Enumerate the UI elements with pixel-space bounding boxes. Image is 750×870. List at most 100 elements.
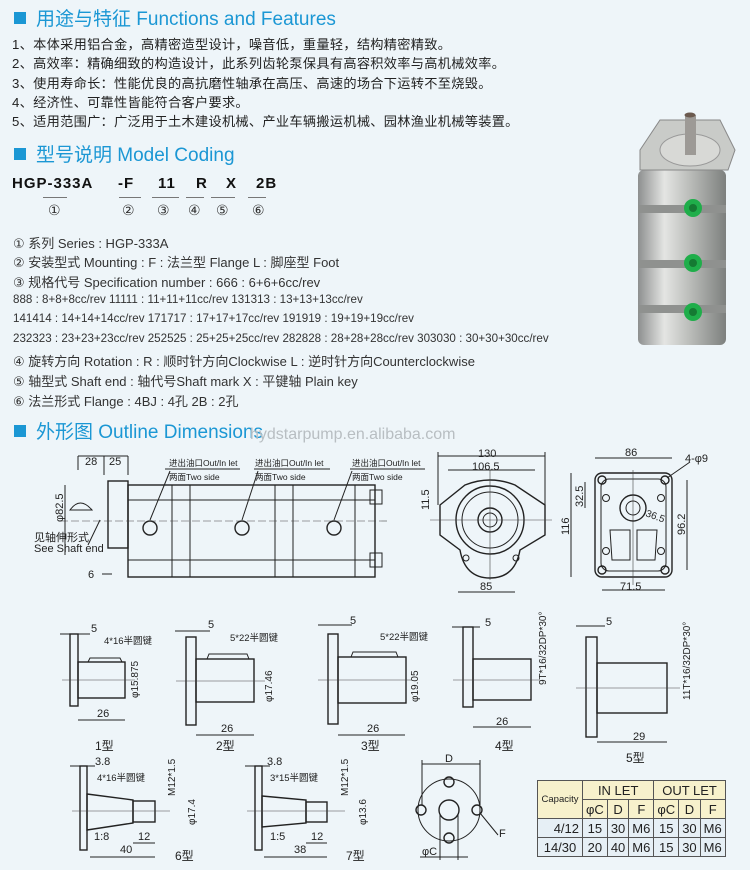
divider xyxy=(248,197,266,198)
shaft-type-label: 4型 xyxy=(495,739,514,753)
key-label: 4*16半圆键 xyxy=(104,635,153,647)
divider xyxy=(152,197,179,198)
thread-label: M12*1.5 xyxy=(167,758,178,796)
port-label: 进出油口Out/In let xyxy=(255,458,324,468)
taper-label: 1:8 xyxy=(94,831,109,843)
holes-label: 4-φ9 xyxy=(685,453,708,465)
taper-label: 1:5 xyxy=(270,831,285,843)
rear-view-drawing: 86 4-φ9 32.5 116 96.2 36.5 71.5 xyxy=(560,447,708,593)
shaft-type-4-drawing: 5 9T*16/32DP*30° 26 4型 xyxy=(452,612,549,753)
feature-item: 2、高效率：精确细致的构造设计，此系列齿轮泵保具有高容积效率与高机械效率。 xyxy=(12,56,506,71)
cell: 30 xyxy=(678,818,701,838)
cell: M6 xyxy=(699,837,726,857)
watermark: hydstarpump.en.alibaba.com xyxy=(250,426,456,443)
feature-item: 3、使用寿命长：性能优良的高抗磨性轴承在高压、高速的场合下运转不至烧毁。 xyxy=(12,76,492,91)
dim-32-5: 32.5 xyxy=(574,486,586,507)
dim-length: 26 xyxy=(367,723,379,735)
dim-length: 38 xyxy=(294,844,306,856)
cell: 4/12 xyxy=(537,818,583,838)
table-row: 4/12 15 30 M6 15 30 M6 xyxy=(537,818,726,838)
spec-line: ② 安装型式 Mounting : F : 法兰型 Flange L : 脚座型… xyxy=(13,255,340,270)
cell: 20 xyxy=(582,837,608,857)
subheader: F xyxy=(699,799,726,819)
marker-2: ② xyxy=(122,202,135,218)
divider xyxy=(119,197,141,198)
shaft-type-7-drawing: 3.8 3*15半圆键 M12*1.5 φ13.6 1:5 38 12 7型 xyxy=(245,756,369,863)
dim-flange: 3.8 xyxy=(95,756,110,768)
outline-title-text: 外形图 Outline Dimensions xyxy=(36,422,264,443)
cell: 30 xyxy=(678,837,701,857)
subheader: D xyxy=(606,799,630,819)
cell: 30 xyxy=(606,818,630,838)
header-outlet: OUT LET xyxy=(653,780,726,800)
marker-3: ③ xyxy=(157,202,170,218)
cell: M6 xyxy=(628,818,655,838)
side-view-drawing: 28 25 φ82.5 6 见轴伸形式 See Shaft end 进出油口Ou… xyxy=(34,455,432,581)
cell: 40 xyxy=(606,837,630,857)
capacity-table: Capacity IN LET OUT LET φC D F φC D F 4/… xyxy=(537,780,726,857)
cell: 14/30 xyxy=(537,837,583,857)
shaft-type-1-drawing: 5 4*16半圆键 φ15.875 26 1型 xyxy=(60,623,153,753)
cell: 15 xyxy=(653,818,680,838)
dim-dia: φ13.6 xyxy=(358,799,369,825)
key-label: 4*16半圆键 xyxy=(97,772,146,784)
dim-106-5: 106.5 xyxy=(472,461,500,473)
port-label: 进出油口Out/In let xyxy=(169,458,238,468)
key-label: 5*22半圆键 xyxy=(230,632,279,644)
dim-130: 130 xyxy=(478,448,496,460)
dim-116: 116 xyxy=(560,517,572,535)
dim-25: 25 xyxy=(109,456,121,468)
dim-flange: 5 xyxy=(485,617,491,629)
marker-5: ⑤ xyxy=(216,202,229,218)
dim-f-label: F xyxy=(499,828,506,840)
bullet-square-icon xyxy=(14,424,26,437)
shaft-type-label: 3型 xyxy=(361,739,380,753)
shaft-type-6-drawing: 3.8 4*16半圆键 M12*1.5 φ17.4 1:8 40 12 6型 xyxy=(70,756,198,863)
port-label: 进出油口Out/In let xyxy=(352,458,421,468)
shaft-type-3-drawing: 5 5*22半圆键 φ19.05 26 3型 xyxy=(318,615,429,753)
shaft-type-5-drawing: 5 11T*16/32DP*30° 29 5型 xyxy=(576,616,693,765)
dim-96-2: 96.2 xyxy=(676,514,688,535)
spec-line: ④ 旋转方向 Rotation : R : 顺时针方向Clockwise L :… xyxy=(13,354,475,369)
shaft-note-en: See Shaft end xyxy=(34,543,104,555)
thread-label: M12*1.5 xyxy=(340,758,351,796)
feature-item: 5、适用范围广：广泛用于土木建设机械、产业车辆搬运机械、园林渔业机械等装置。 xyxy=(12,114,519,129)
spec-line: ① 系列 Series : HGP-333A xyxy=(13,236,169,251)
front-view-drawing: 130 106.5 85 xyxy=(430,448,552,593)
dim-dia-82-5: φ82.5 xyxy=(54,493,66,522)
cell: 15 xyxy=(582,818,608,838)
dim-flange: 3.8 xyxy=(267,756,282,768)
shaft-type-2-drawing: 5 5*22半圆键 φ17.46 26 2型 xyxy=(175,619,279,753)
feature-item: 1、本体采用铝合金，高精密造型设计，噪音低，重量轻，结构精密精致。 xyxy=(12,37,452,52)
shaft-note-cn: 见轴伸形式 xyxy=(34,530,89,544)
dim-flange: 5 xyxy=(606,616,612,628)
spline-label: 11T*16/32DP*30° xyxy=(682,622,693,700)
port-flange-drawing: D φC F xyxy=(415,753,506,860)
shaft-type-label: 1型 xyxy=(95,739,114,753)
dim-length: 26 xyxy=(496,716,508,728)
subheader: D xyxy=(678,799,701,819)
divider xyxy=(186,197,204,198)
table-row: 14/30 20 40 M6 15 30 M6 xyxy=(537,837,726,857)
dim-86: 86 xyxy=(625,447,637,459)
divider xyxy=(211,197,235,198)
dim-dia: φ17.4 xyxy=(187,799,198,825)
dim-28: 28 xyxy=(85,456,97,468)
dim-length: 26 xyxy=(221,723,233,735)
dim-dia: φ19.05 xyxy=(410,670,421,702)
marker-1: ① xyxy=(48,202,61,218)
dim-length: 29 xyxy=(633,731,645,743)
spline-label: 9T*16/32DP*30° xyxy=(538,612,549,686)
dim-dia: φ17.46 xyxy=(264,670,275,702)
subheader: φC xyxy=(653,799,680,819)
model-title-text: 型号说明 Model Coding xyxy=(36,145,235,166)
model-code-rotation: R xyxy=(196,175,208,192)
dim-d-label: D xyxy=(445,753,453,765)
dim-thread-length: 12 xyxy=(138,831,150,843)
dim-11-5: 11.5 xyxy=(420,489,432,510)
port-side-label: 两面Two side xyxy=(255,472,306,482)
section-title-features: 用途与特征 Functions and Features xyxy=(14,4,336,31)
shaft-type-label: 5型 xyxy=(626,751,645,765)
cell: M6 xyxy=(699,818,726,838)
